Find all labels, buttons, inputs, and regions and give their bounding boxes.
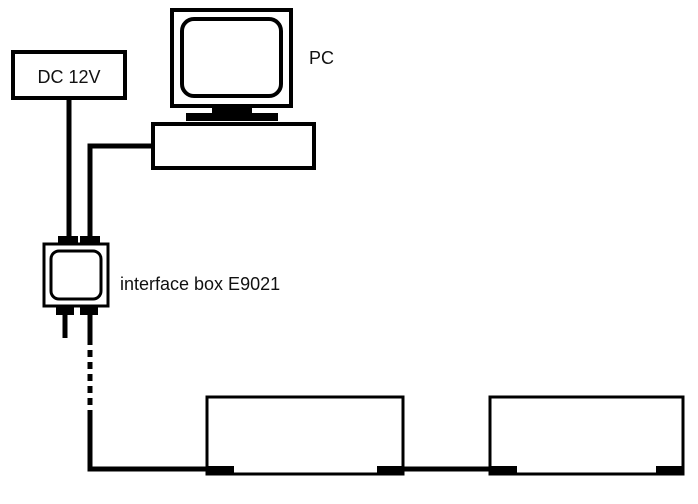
interface-box-bottom-connector-right [80, 306, 98, 315]
pc-monitor-screen [180, 17, 283, 98]
pc-label: PC [309, 48, 334, 68]
pc-monitor-base [186, 113, 278, 121]
interface-box-label: interface box E9021 [120, 274, 280, 294]
pc-cable [87, 143, 153, 238]
power-supply-label: DC 12V [37, 67, 100, 87]
power-supply: DC 12V [11, 50, 127, 100]
pc: PC [151, 8, 334, 170]
device-2-connector-right [656, 466, 683, 473]
device-2-connector-left [490, 466, 517, 473]
lower-cables [62, 315, 490, 472]
interface-box: interface box E9021 [42, 236, 280, 315]
pc-case [151, 122, 316, 170]
pc-monitor-neck [212, 106, 252, 114]
interface-box-top-connector-left [58, 236, 78, 245]
interface-box-face [49, 249, 103, 301]
device-1-body [205, 395, 405, 476]
device-1 [205, 395, 405, 476]
interface-box-top-connector-right [80, 236, 100, 245]
device-1-connector-right [377, 466, 404, 473]
device-2-body [488, 395, 685, 476]
bus-cable-solid [87, 410, 207, 472]
interface-box-bottom-connector-left [56, 306, 74, 315]
device-2 [488, 395, 685, 476]
device-1-connector-left [207, 466, 234, 473]
upper-cables [66, 98, 153, 238]
